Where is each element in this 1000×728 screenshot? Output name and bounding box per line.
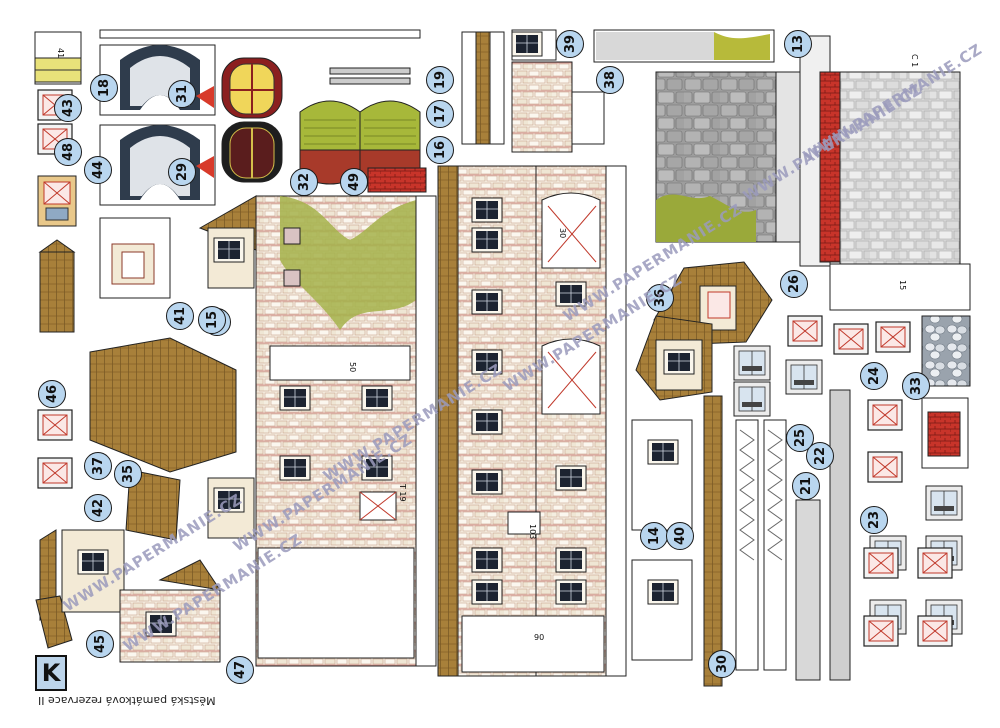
part-number-badge: 17 xyxy=(426,100,454,128)
svg-text:50: 50 xyxy=(348,362,357,372)
part-number-badge: 21 xyxy=(792,472,820,500)
svg-text:T 19: T 19 xyxy=(398,483,407,502)
arch-parts xyxy=(99,44,283,206)
part-number-badge: 42 xyxy=(84,494,112,522)
svg-text:15: 15 xyxy=(898,280,907,290)
dimension-labels: 50 90 C 1 15 103 T 19 30 xyxy=(348,54,919,642)
shutter-parts xyxy=(99,29,427,193)
facade-center xyxy=(437,165,627,677)
part-number-badge: 31 xyxy=(168,80,196,108)
right-window-parts xyxy=(635,261,971,647)
part-number-badge: 40 xyxy=(666,522,694,550)
sheet-letter-label: K xyxy=(35,655,67,691)
part-number-badge: 46 xyxy=(38,380,66,408)
part-number-badge: 49 xyxy=(340,168,368,196)
part-number-badge: 25 xyxy=(786,424,814,452)
top-center-parts xyxy=(461,29,605,153)
part-number-badge: 14 xyxy=(640,522,668,550)
column-strips xyxy=(631,389,851,687)
svg-text:41: 41 xyxy=(56,48,65,58)
sheet-caption: Městská památková rezervace II xyxy=(38,694,216,707)
part-number-badge: 32 xyxy=(290,168,318,196)
part-number-badge: 15 xyxy=(198,306,226,334)
part-number-badge: 33 xyxy=(902,372,930,400)
part-number-badge: 41 xyxy=(166,302,194,330)
part-number-badge: 24 xyxy=(860,362,888,390)
part-number-badge: 26 xyxy=(780,270,808,298)
part-number-badge: 47 xyxy=(226,656,254,684)
part-number-badge: 29 xyxy=(168,158,196,186)
part-number-badge: 38 xyxy=(596,66,624,94)
part-number-badge: 48 xyxy=(54,138,82,166)
part-number-badge: 13 xyxy=(784,30,812,58)
part-number-badge: 43 xyxy=(54,94,82,122)
svg-text:90: 90 xyxy=(534,633,544,642)
dormer-parts xyxy=(61,195,257,663)
part-number-badge: 23 xyxy=(860,506,888,534)
svg-text:30: 30 xyxy=(558,228,567,238)
part-number-badge: 35 xyxy=(114,460,142,488)
svg-text:C 1: C 1 xyxy=(910,54,919,67)
stone-walls xyxy=(593,29,971,311)
part-number-badge: 18 xyxy=(90,74,118,102)
left-column-parts: 41 xyxy=(34,31,82,649)
part-number-badge: 16 xyxy=(426,136,454,164)
part-number-badge: 30 xyxy=(708,650,736,678)
part-number-badge: 39 xyxy=(556,30,584,58)
part-number-badge: 44 xyxy=(84,156,112,184)
svg-text:103: 103 xyxy=(528,524,537,539)
part-number-badge: 19 xyxy=(426,66,454,94)
part-number-badge: 37 xyxy=(84,452,112,480)
part-number-badge: 45 xyxy=(86,630,114,658)
facade-left xyxy=(255,195,437,667)
